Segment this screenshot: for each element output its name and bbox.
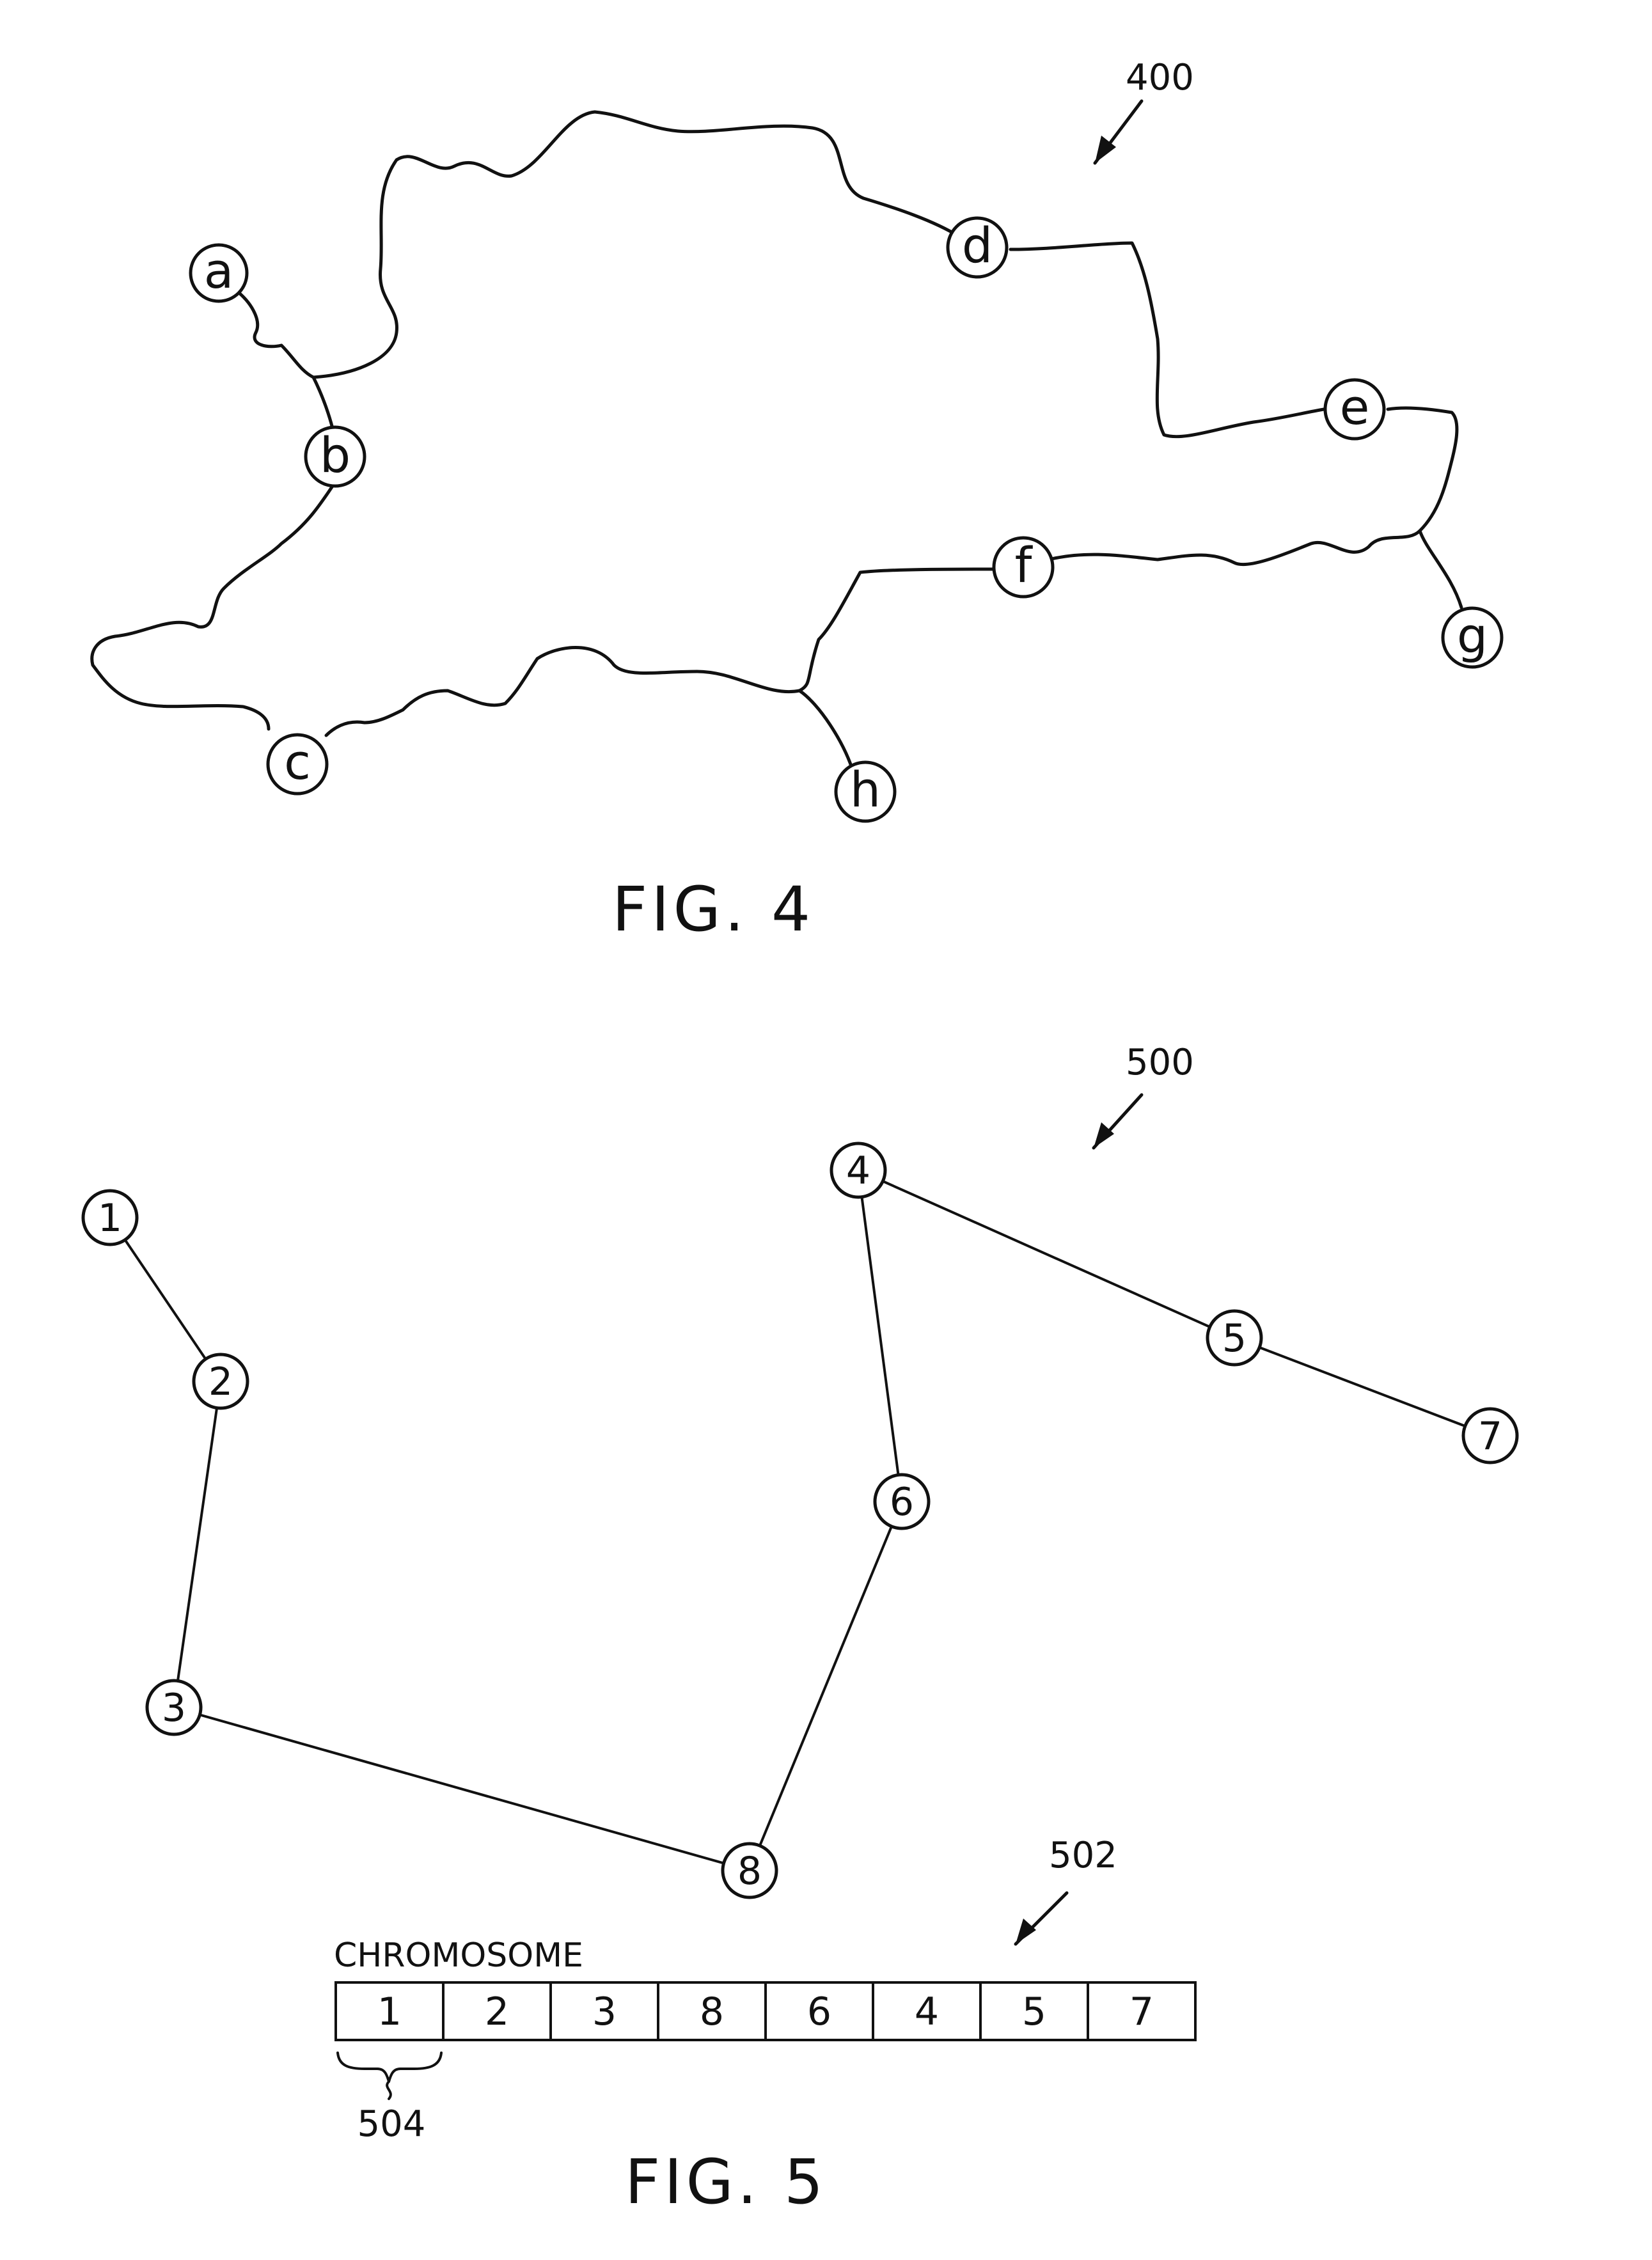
fig4-diagram: 400 a b c d	[92, 57, 1502, 945]
svg-text:4: 4	[846, 1149, 870, 1193]
fig5-edge-8-6	[750, 1502, 902, 1871]
fig5-edge-3-8	[174, 1707, 750, 1871]
fig4-node-c: c	[268, 734, 327, 794]
chromosome-gene-8: 7	[1088, 1982, 1195, 2040]
svg-text:8: 8	[700, 1989, 724, 2034]
fig5-edge-1-2	[110, 1218, 221, 1381]
fig5-edge-4-5	[858, 1170, 1234, 1338]
svg-text:1: 1	[98, 1196, 122, 1241]
svg-text:6: 6	[807, 1989, 831, 2034]
fig4-edge-g	[1420, 531, 1461, 608]
chromosome-ref-arrow	[1016, 1893, 1067, 1944]
fig5-ref-arrow	[1094, 1095, 1142, 1148]
fig5-node-4: 4	[831, 1143, 885, 1197]
fig5-edge-6-4	[858, 1170, 902, 1502]
chromosome-ref-label: 502	[1049, 1835, 1117, 1876]
gene-brace	[338, 2053, 441, 2082]
fig5-node-5: 5	[1208, 1311, 1261, 1365]
fig4-node-e: e	[1325, 379, 1384, 439]
chromosome-title: CHROMOSOME	[334, 1936, 583, 1975]
fig5-node-2: 2	[194, 1354, 248, 1408]
fig5-node-7: 7	[1463, 1409, 1517, 1463]
svg-text:h: h	[850, 761, 881, 818]
fig5-diagram: 500 1 2 3 4 5 6 7 8 CHROMOSOME 502 1 2 3 8 6 4 5 7 504…	[83, 1042, 1517, 2218]
svg-text:d: d	[962, 217, 993, 274]
svg-text:3: 3	[162, 1686, 186, 1730]
svg-text:1: 1	[377, 1989, 402, 2034]
chromosome-gene-1: 1	[336, 1982, 443, 2040]
fig4-ref-arrow	[1095, 101, 1142, 163]
fig5-node-3: 3	[147, 1681, 201, 1734]
svg-text:b: b	[320, 427, 350, 483]
fig4-node-b: b	[306, 427, 365, 486]
svg-text:7: 7	[1129, 1989, 1154, 2034]
fig4-caption: FIG. 4	[612, 874, 814, 945]
svg-text:8: 8	[737, 1849, 762, 1894]
gene-ref-label: 504	[358, 2103, 426, 2145]
svg-text:5: 5	[1222, 1316, 1247, 1361]
chromosome-gene-6: 4	[873, 1982, 980, 2040]
chromosome-gene-7: 5	[980, 1982, 1088, 2040]
fig4-node-a: a	[191, 242, 247, 301]
svg-text:f: f	[1015, 537, 1034, 593]
fig5-edge-5-7	[1234, 1338, 1490, 1436]
fig4-ref-label: 400	[1126, 57, 1194, 98]
svg-text:g: g	[1457, 607, 1488, 664]
svg-text:5: 5	[1022, 1989, 1046, 2034]
chromosome-strip: 1 2 3 8 6 4 5 7	[336, 1982, 1195, 2040]
fig5-caption: FIG. 5	[625, 2146, 827, 2218]
fig4-node-f: f	[994, 537, 1053, 597]
fig5-node-6: 6	[875, 1475, 929, 1528]
chromosome-gene-2: 2	[443, 1982, 551, 2040]
fig5-node-8: 8	[723, 1844, 776, 1897]
svg-text:6: 6	[890, 1480, 914, 1525]
chromosome-gene-5: 6	[766, 1982, 873, 2040]
chromosome-gene-3: 3	[551, 1982, 658, 2040]
fig4-node-g: g	[1443, 607, 1502, 667]
fig4-region-outline	[92, 112, 1457, 735]
gene-brace-tail	[387, 2082, 391, 2099]
fig5-edge-2-3	[174, 1381, 221, 1707]
svg-text:4: 4	[915, 1989, 939, 2034]
fig4-node-d: d	[948, 217, 1007, 277]
svg-text:3: 3	[592, 1989, 617, 2034]
fig4-node-h: h	[836, 761, 895, 821]
chromosome-gene-4: 8	[658, 1982, 766, 2040]
svg-text:2: 2	[485, 1989, 509, 2034]
fig5-node-1: 1	[83, 1191, 137, 1244]
fig4-edge-a-b	[237, 291, 333, 428]
svg-text:7: 7	[1478, 1414, 1502, 1459]
fig4-edge-h	[799, 691, 854, 774]
fig5-edges	[110, 1170, 1490, 1871]
svg-text:a: a	[204, 242, 234, 299]
svg-text:c: c	[284, 734, 311, 790]
svg-text:2: 2	[208, 1360, 233, 1404]
svg-text:e: e	[1340, 379, 1370, 436]
fig5-nodes: 1 2 3 4 5 6 7 8	[83, 1143, 1517, 1897]
fig5-ref-label: 500	[1126, 1042, 1194, 1083]
